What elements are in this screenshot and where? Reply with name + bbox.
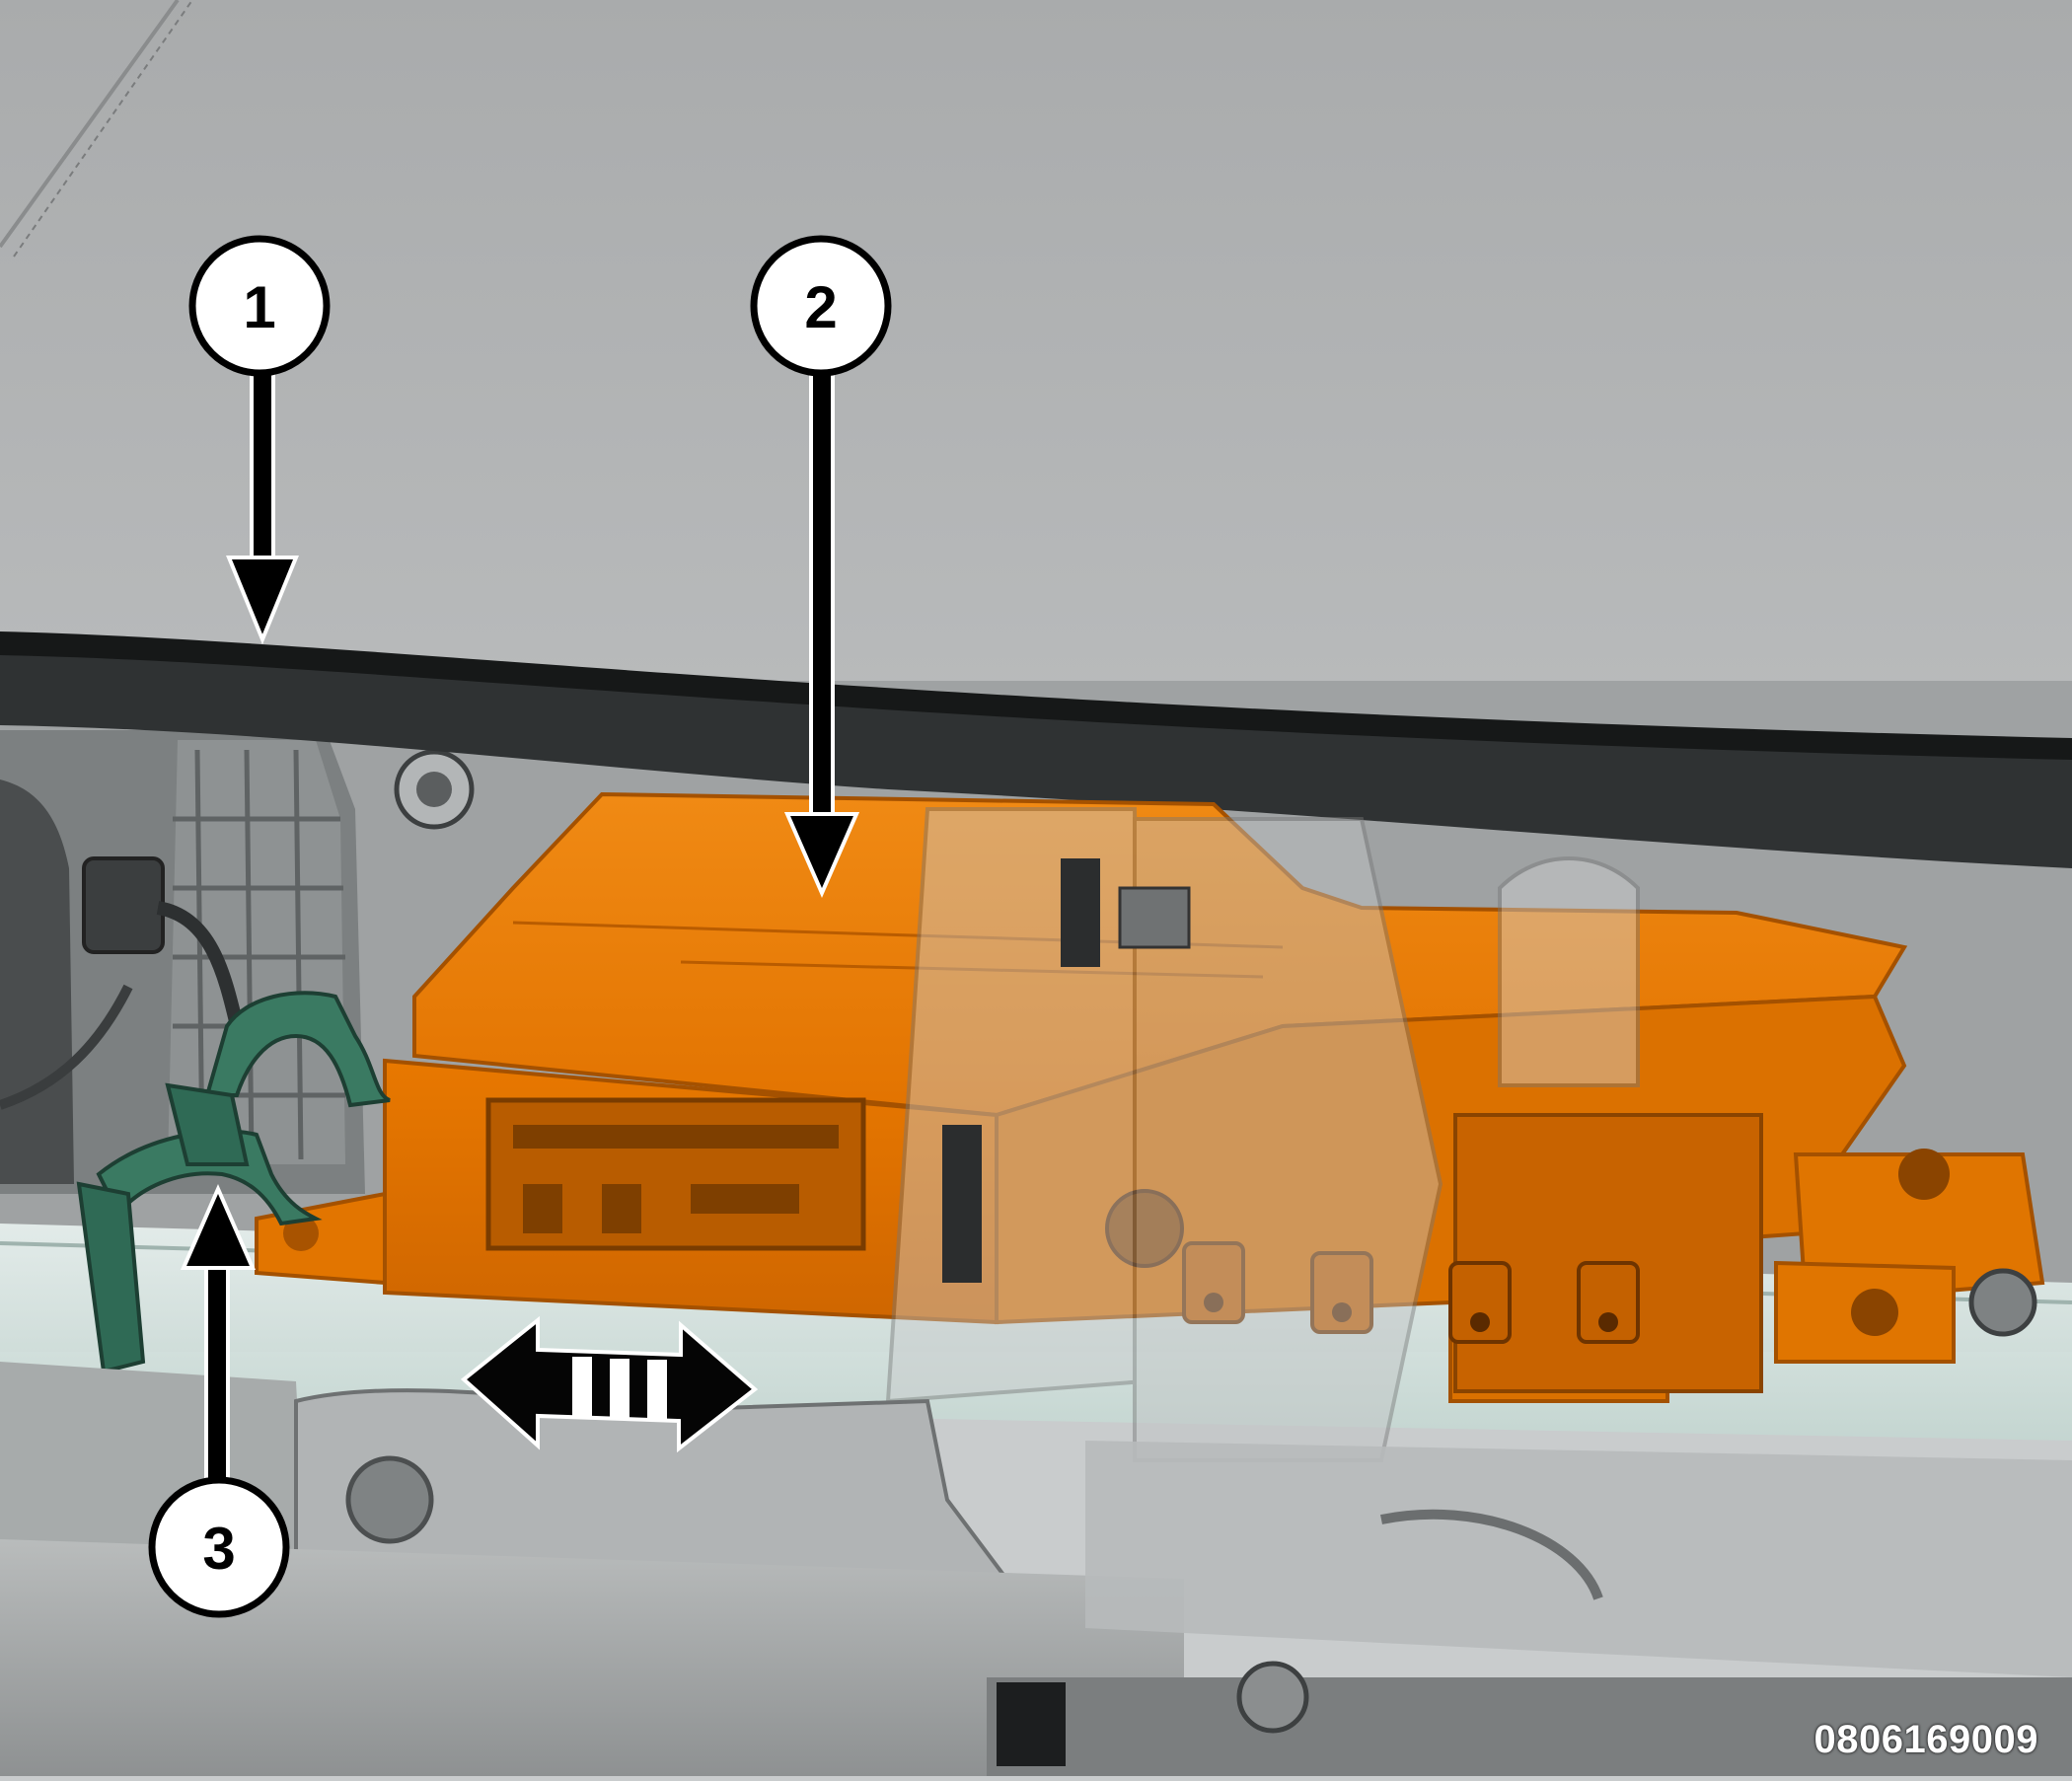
callout-2-leader [783,368,860,898]
callout-1: 1 [188,235,331,377]
left-structure [0,730,475,1194]
callout-2-number: 2 [804,274,837,340]
trim-stitch [13,0,193,258]
retaining-bracket [76,991,391,1374]
slide-direction-arrow [460,1315,759,1453]
callout-3: 3 [148,1476,290,1618]
callout-1-number: 1 [243,274,275,340]
lower-support-structure [0,1268,2072,1778]
sensor-connector [1061,858,1100,967]
airbag-control-module [255,791,2045,1403]
callout-3-number: 3 [202,1516,235,1582]
dash-panel [0,0,2072,691]
figure-id-label: 0806169009 [1813,1718,2038,1761]
dash-lower-edge [0,641,2072,868]
callout-2: 2 [750,235,892,377]
trim-seam [0,0,180,249]
